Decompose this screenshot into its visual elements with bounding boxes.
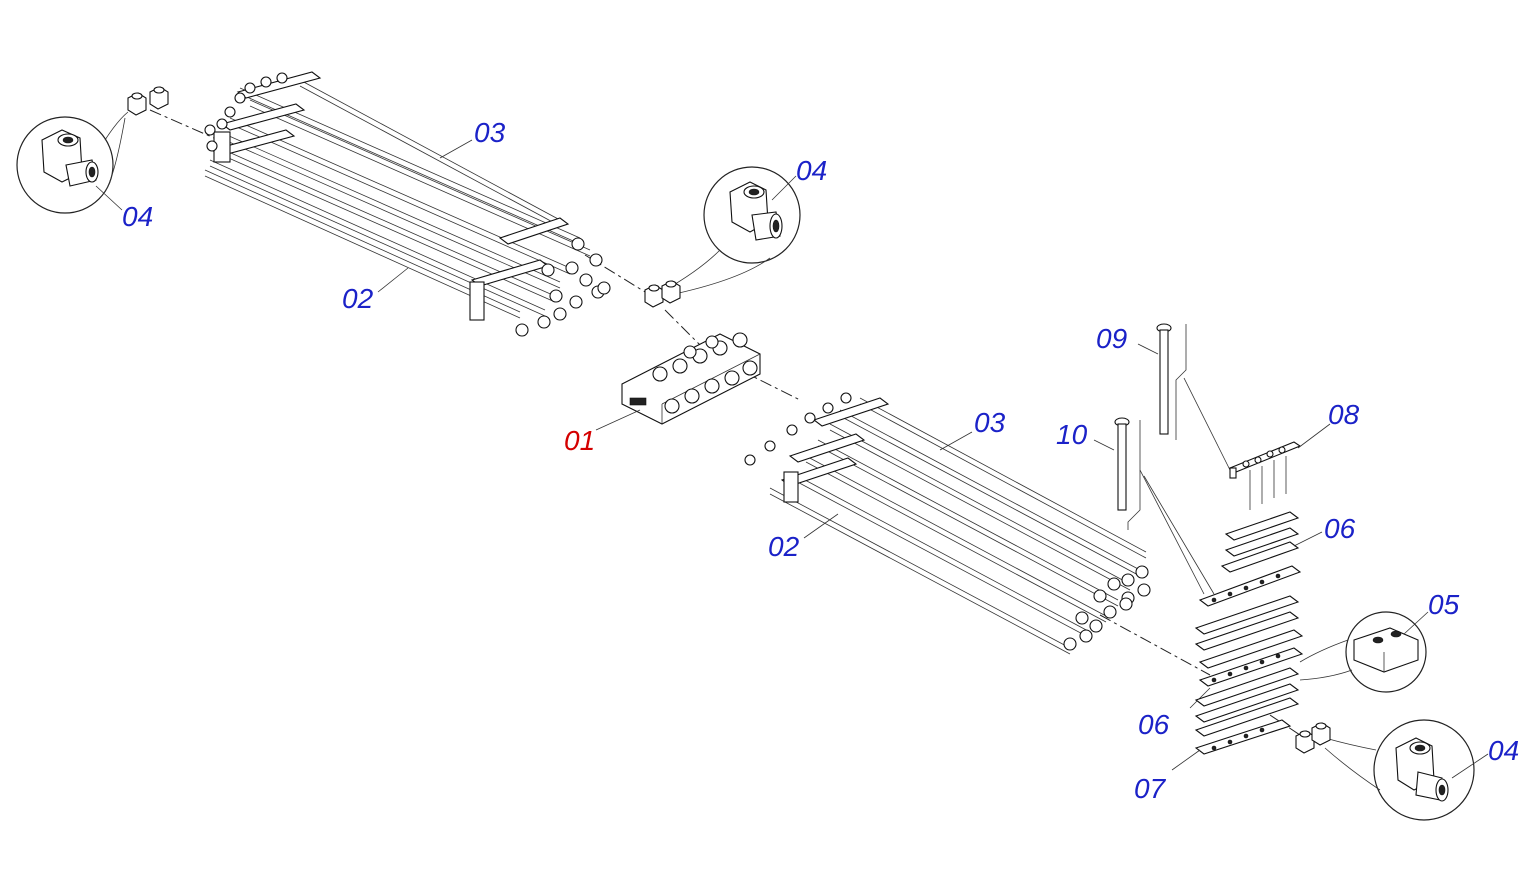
detail-view-05-block: [1299, 611, 1427, 693]
callout-01: 01: [564, 425, 595, 456]
clamp-stack: [1171, 511, 1323, 771]
callout-06-lower: 06: [1138, 709, 1170, 740]
callout-02-upper: 02: [342, 283, 374, 314]
bracket-plate-08: [1228, 423, 1331, 510]
callout-03-lower: 03: [974, 407, 1006, 438]
manifold-block-01: [595, 332, 761, 431]
callout-04-bottom-right: 04: [1488, 735, 1519, 766]
callout-10: 10: [1056, 419, 1088, 450]
tube-bundle-lower: [744, 392, 1151, 655]
callout-07: 07: [1134, 773, 1167, 804]
bolt-09: [1137, 323, 1231, 471]
callout-04-top-left: 04: [122, 201, 153, 232]
callout-02-lower: 02: [768, 531, 800, 562]
detail-view-04-top-left: [16, 111, 129, 214]
tube-bundle-upper: [204, 71, 611, 337]
detail-view-04-top-center: [664, 166, 801, 296]
callout-08: 08: [1328, 399, 1360, 430]
callout-05: 05: [1428, 589, 1460, 620]
callout-labels: 01 02 02 03 03 04 04 04 05 06 06 07 08 0…: [122, 117, 1519, 804]
callout-03-upper: 03: [474, 117, 506, 148]
callout-leaders: [95, 175, 1489, 779]
callout-09: 09: [1096, 323, 1127, 354]
callout-04-top-center: 04: [796, 155, 827, 186]
detail-view-04-bottom-right: [1324, 719, 1475, 821]
callout-06-upper: 06: [1324, 513, 1356, 544]
bolt-10: [1093, 417, 1215, 595]
tee-fittings-04: [127, 86, 1331, 754]
